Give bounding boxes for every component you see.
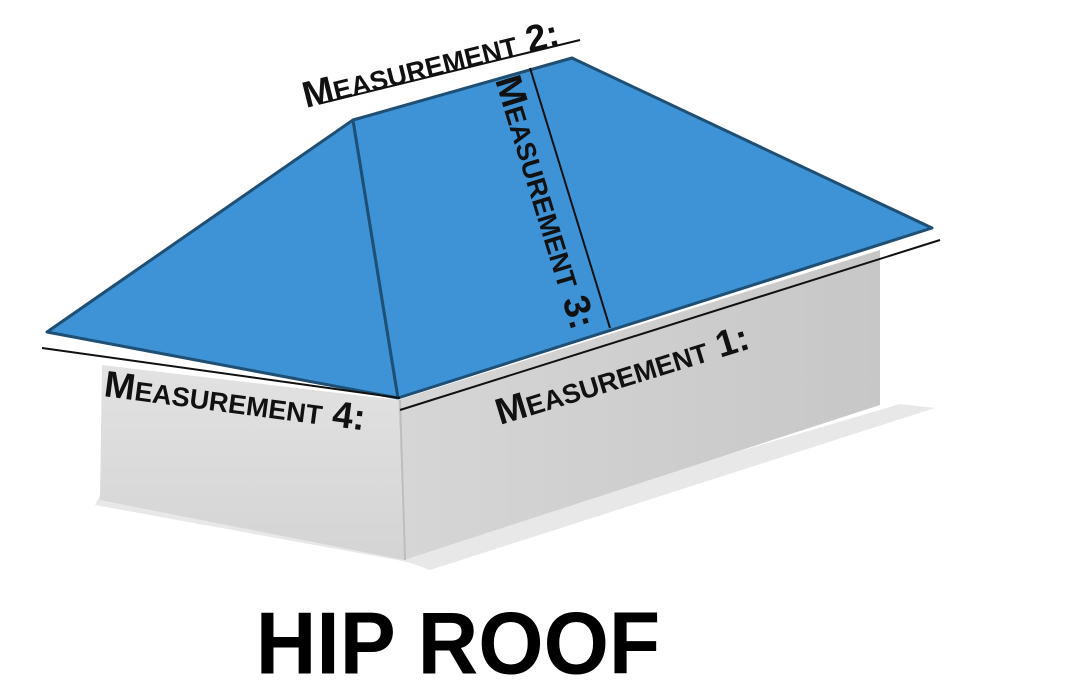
- measurement-2-line: [321, 39, 581, 104]
- ground-shadow: [95, 404, 935, 570]
- wall-corner-edge: [399, 399, 406, 561]
- measurement-4-line: [41, 347, 401, 399]
- measurement-3-line: [529, 67, 611, 329]
- wall-front: [398, 250, 880, 560]
- wall-left: [100, 365, 404, 560]
- measurement-1-line: [399, 239, 941, 411]
- diagram-title: HIP ROOF: [255, 593, 661, 693]
- roof-main-slope: [351, 56, 934, 400]
